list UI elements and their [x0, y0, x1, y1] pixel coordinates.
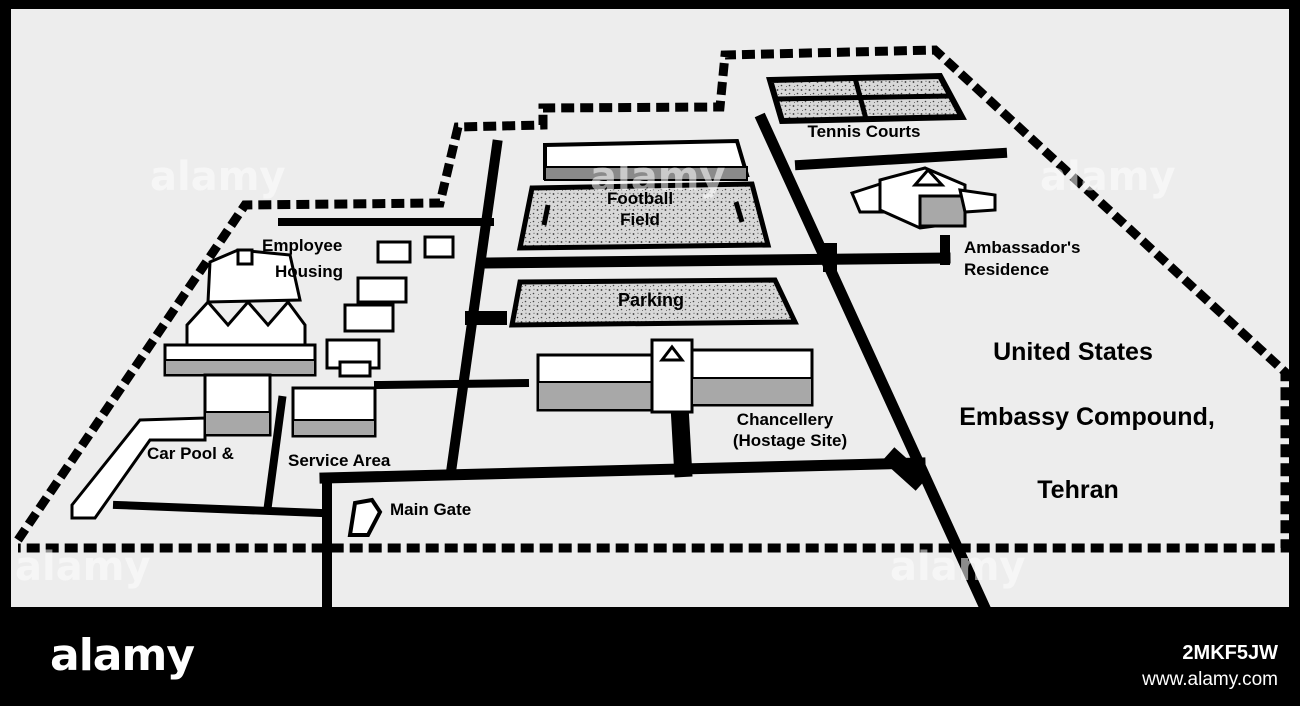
label-chancellery-line2: (Hostage Site) [733, 431, 847, 450]
road-mid-horizontal [484, 252, 951, 269]
road-main-vertical [445, 139, 503, 478]
ambassadors-residence-building [849, 166, 997, 230]
map-title-line3: Tehran [1037, 476, 1119, 504]
label-football-field-line2: Field [620, 210, 660, 229]
roads [112, 112, 1008, 616]
service-area-building [291, 386, 377, 438]
road-chancellery-south [670, 405, 693, 478]
footer-meta: 2MKF5JW www.alamy.com [1142, 640, 1278, 693]
footer-image-id: 2MKF5JW [1182, 642, 1278, 664]
label-main-gate: Main Gate [390, 500, 471, 519]
football-field [516, 138, 772, 251]
label-service-area: Service Area [288, 451, 391, 470]
label-chancellery-line1: Chancellery [737, 410, 834, 429]
warehouse-building [163, 248, 317, 377]
label-parking: Parking [618, 290, 684, 310]
main-gate-guardhouse [347, 497, 383, 537]
watermark-left: alamy [150, 154, 285, 200]
parking-lot [508, 277, 799, 328]
label-employee-housing-line1: Employee [262, 236, 342, 255]
label-football-field-line1: Football [607, 189, 673, 208]
road-carpool-south [112, 500, 325, 518]
label-tennis-courts: Tennis Courts [807, 122, 920, 141]
map-title-line1: United States [993, 338, 1153, 366]
road-carpool-vertical [263, 395, 287, 510]
watermark-right: alamy [1040, 154, 1175, 200]
road-south [319, 457, 926, 484]
watermark-bottom-left: alamy [15, 544, 150, 590]
footer-brand-logo: alamy [50, 630, 195, 681]
road-east-diagonal [754, 112, 993, 616]
label-ambassadors-residence-line1: Ambassador's [964, 238, 1080, 257]
employee-housing-buildings [325, 235, 455, 378]
watermark-center: alamy [590, 154, 725, 200]
road-residence-link [794, 147, 1008, 171]
footer-url: www.alamy.com [1142, 669, 1278, 690]
map-title-line2: Embassy Compound, [959, 403, 1215, 431]
label-ambassadors-residence-line2: Residence [964, 260, 1049, 279]
watermark-bottom-right: alamy [890, 544, 1025, 590]
car-pool-buildings [70, 373, 272, 520]
chancellery-building [536, 338, 814, 414]
label-car-pool: Car Pool & [147, 444, 234, 463]
road-east-stub [882, 447, 928, 491]
tennis-courts [766, 72, 967, 125]
road-service-inner [373, 378, 530, 390]
label-employee-housing-line2: Housing [275, 262, 343, 281]
